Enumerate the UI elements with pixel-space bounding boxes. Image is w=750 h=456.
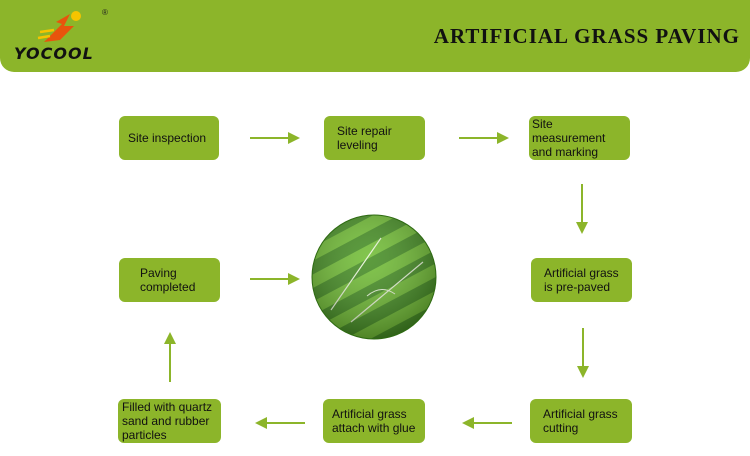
- step-label: Artificial grass is pre-paved: [544, 266, 622, 294]
- arrow-left-icon: [460, 415, 512, 431]
- header-banner: ® YOCOOL ARTIFICIAL GRASS PAVING: [0, 0, 750, 72]
- step-site-measurement: Site measurement and marking: [529, 116, 630, 160]
- page-title: ARTIFICIAL GRASS PAVING: [434, 24, 740, 49]
- step-label: Filled with quartz sand and rubber parti…: [122, 400, 219, 442]
- football-field-image: [311, 214, 437, 340]
- runner-logo-icon: [34, 8, 94, 48]
- step-label: Site repair leveling: [337, 124, 411, 152]
- step-label: Site inspection: [128, 131, 206, 145]
- arrow-right-icon: [459, 130, 511, 146]
- step-cutting: Artificial grass cutting: [530, 399, 632, 443]
- step-label: Site measurement and marking: [532, 117, 628, 159]
- yocool-logo: ® YOCOOL: [14, 6, 124, 66]
- brand-name: YOCOOL: [14, 44, 94, 63]
- arrow-down-icon: [575, 328, 591, 380]
- step-site-repair: Site repair leveling: [324, 116, 425, 160]
- arrow-down-icon: [574, 184, 590, 236]
- step-label: Artificial grass cutting: [543, 407, 622, 435]
- registered-mark: ®: [102, 8, 108, 17]
- step-label: Paving completed: [140, 266, 200, 294]
- step-site-inspection: Site inspection: [119, 116, 219, 160]
- step-label: Artificial grass attach with glue: [332, 407, 421, 435]
- arrow-right-icon: [250, 271, 302, 287]
- arrow-right-icon: [250, 130, 302, 146]
- arrow-up-icon: [162, 330, 178, 382]
- step-pre-paved: Artificial grass is pre-paved: [531, 258, 632, 302]
- step-paving-completed: Paving completed: [119, 258, 220, 302]
- step-filled-quartz: Filled with quartz sand and rubber parti…: [118, 399, 221, 443]
- arrow-left-icon: [253, 415, 305, 431]
- step-attach-glue: Artificial grass attach with glue: [323, 399, 425, 443]
